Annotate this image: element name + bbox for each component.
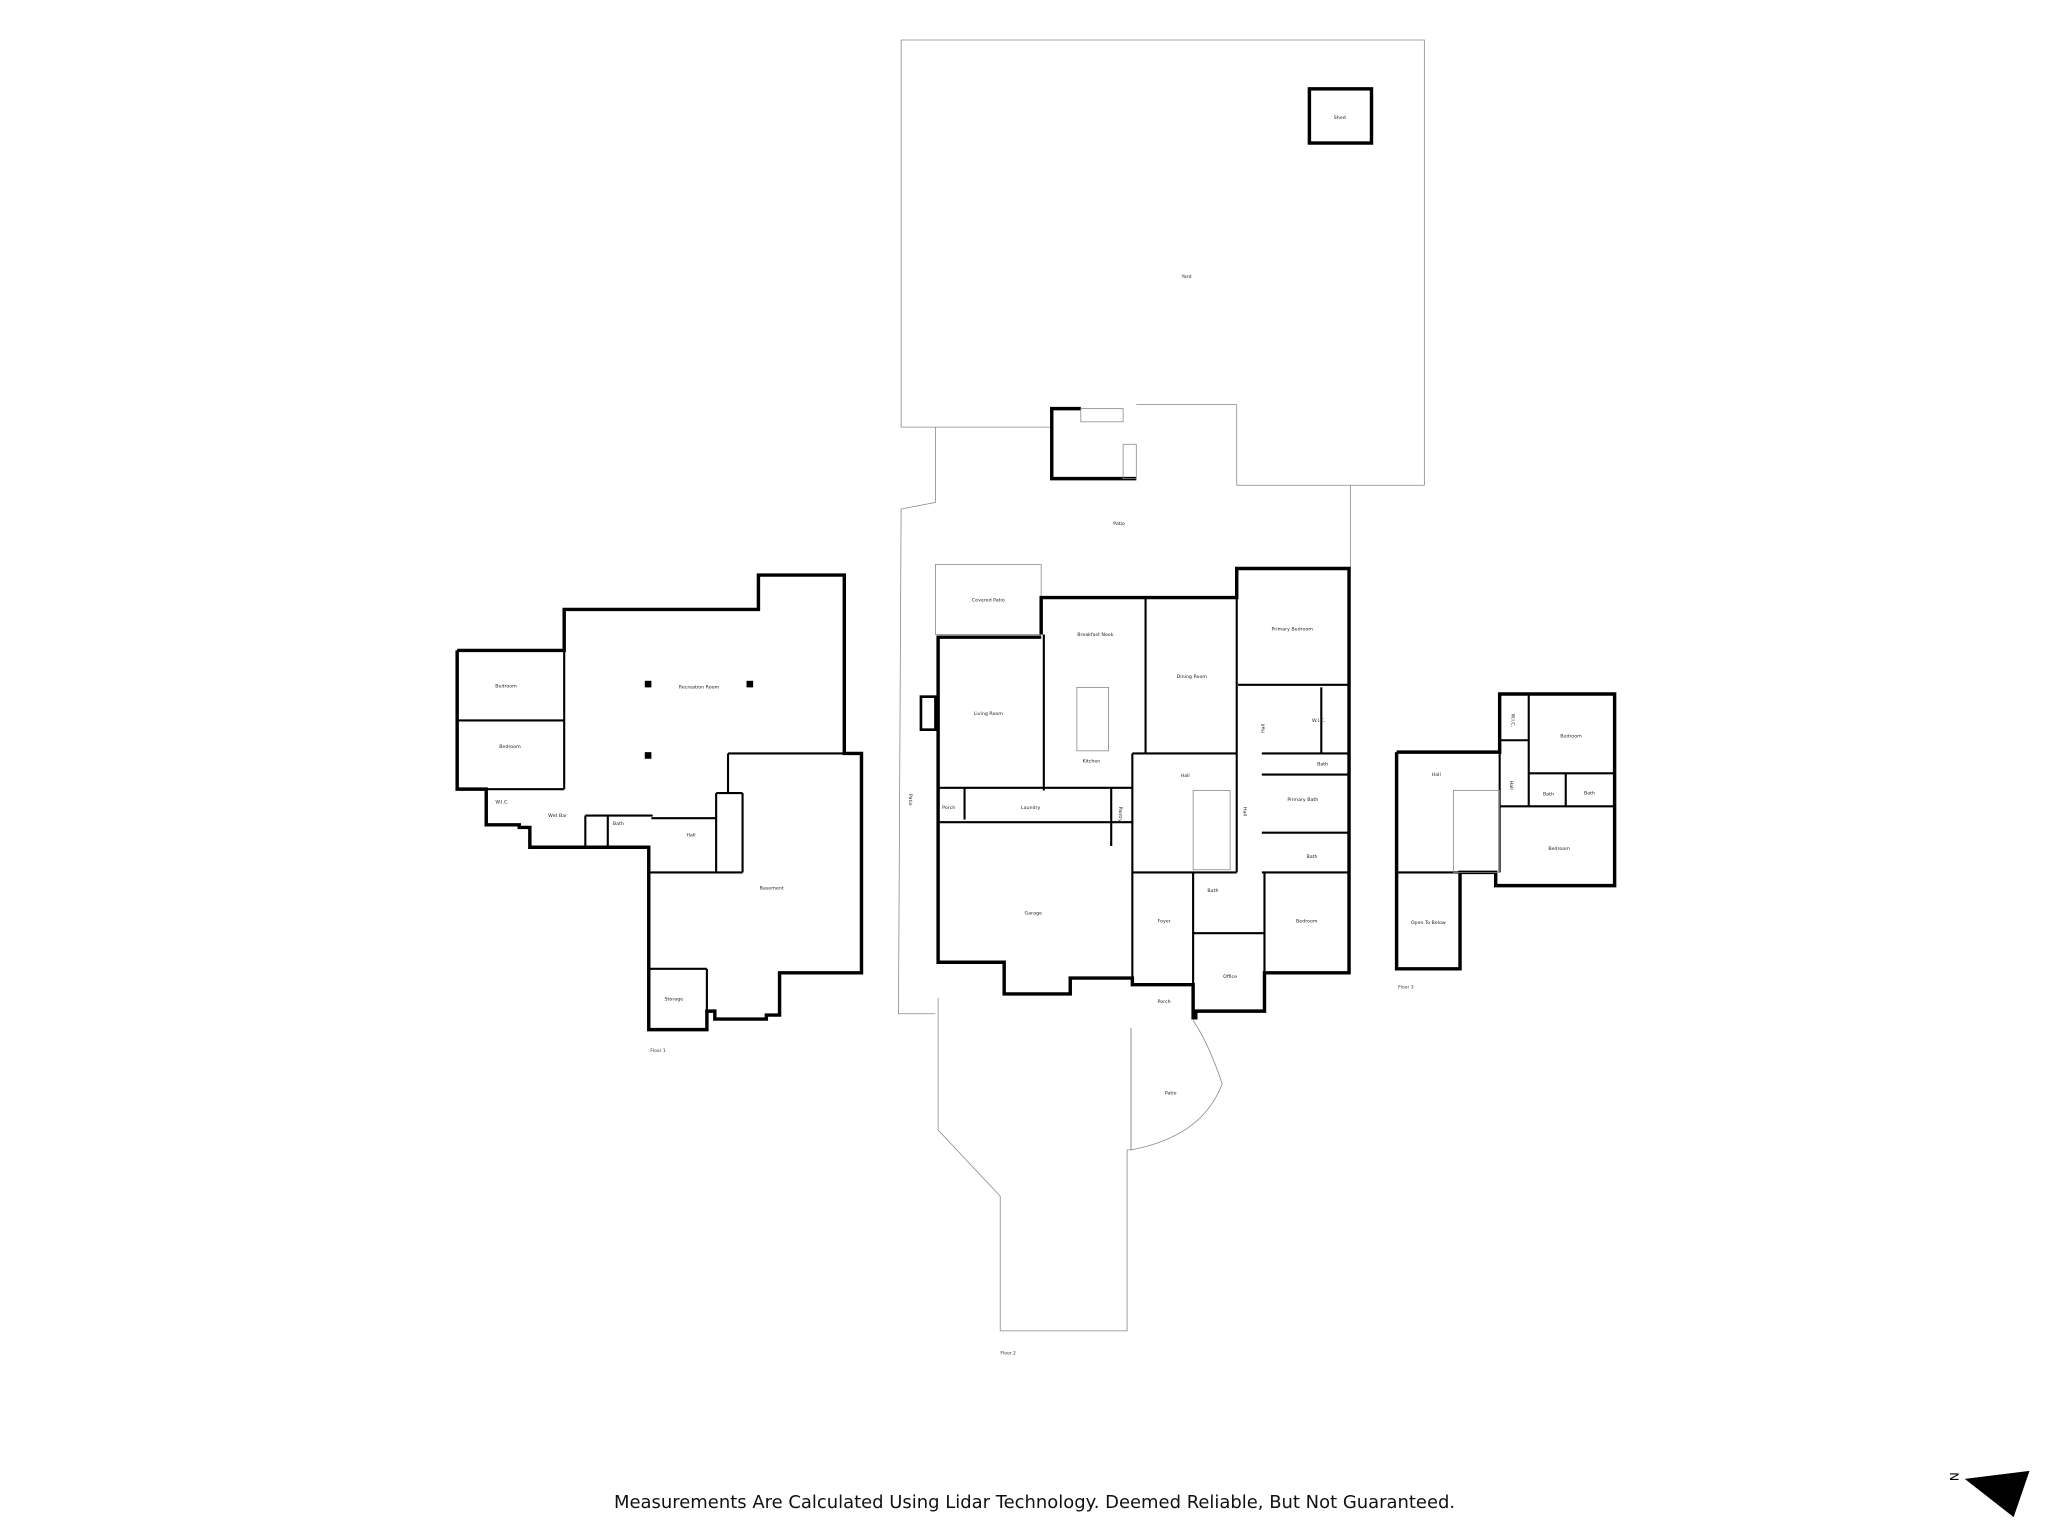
floor-label: Floor 1 (650, 1048, 666, 1054)
floor-2-exterior-walls (936, 566, 1351, 1020)
room-label: Kitchen (1082, 759, 1100, 765)
room-label: Breakfast Nook (1077, 632, 1113, 638)
room-label: Shed (1334, 115, 1346, 121)
fireplace (919, 695, 937, 732)
room-label: Bath (1543, 792, 1554, 798)
patio-boundary (898, 427, 936, 1015)
room-label: Primary Bath (1287, 797, 1318, 803)
column (644, 680, 652, 688)
outdoor-counter (1122, 443, 1137, 480)
yard-boundary (900, 39, 1425, 486)
room-label: Hall (1508, 781, 1514, 790)
room-label: Foyer (1157, 919, 1170, 925)
room-label: Hall (1432, 772, 1441, 778)
kitchen-island (1076, 687, 1109, 752)
front-patio-outline (1130, 1020, 1223, 1151)
room-label: Bath (1317, 761, 1328, 767)
room-label: Bath (1307, 854, 1318, 860)
floor-3-plan: Hall Hall W.I.C. Bedroom Bath Bath Bedro… (1394, 692, 1617, 991)
room-label: Porch (942, 805, 955, 811)
room-label: Bedroom (1560, 734, 1582, 740)
column (746, 680, 754, 688)
room-label: Living Room (974, 711, 1004, 717)
floor-2-interior-walls (938, 597, 1350, 985)
room-label: Bath (1584, 790, 1595, 796)
room-label: Patio (1113, 521, 1125, 527)
room-label: Yard (1180, 274, 1191, 280)
room-label: Primary Bedroom (1272, 627, 1314, 633)
room-label: Bedroom (1296, 919, 1318, 925)
outdoor-kitchen-walls (1050, 406, 1137, 481)
room-label: Open To Below (1411, 920, 1446, 926)
floor-label: Floor 3 (1398, 985, 1414, 991)
floor-3-exterior-walls (1394, 692, 1617, 971)
room-label: Recreation Room (679, 685, 720, 691)
floor-2-plan: Shed Yard Patio Patio Covered Patio Livi… (898, 39, 1425, 1357)
room-label: Storage (665, 997, 684, 1003)
staircase (1453, 790, 1501, 873)
room-label: W.I.C. (1510, 714, 1516, 727)
room-label: Bath (1207, 888, 1218, 894)
room-label: Dining Room (1177, 674, 1208, 680)
floor-1-plan: Bedroom Bedroom W.I.C. Wet Bar Bath Hall… (455, 573, 864, 1054)
disclaimer-text: Measurements Are Calculated Using Lidar … (614, 1492, 1455, 1513)
room-label: Basement (760, 886, 784, 892)
room-label: Wet Bar (548, 813, 567, 819)
room-label: Hall (1241, 807, 1247, 816)
room-label: Office (1223, 974, 1237, 980)
driveway-outline (937, 997, 1132, 1332)
room-label: Laundry (1021, 805, 1041, 811)
room-label: Pantry (1117, 807, 1123, 822)
room-label: Bath (613, 821, 624, 827)
room-label: Porch (1158, 999, 1171, 1005)
room-label: W.I.C. (1312, 718, 1325, 724)
room-label: Bedroom (1548, 846, 1570, 852)
room-label: Hall (1260, 724, 1266, 733)
floor-3-interior-walls (1396, 694, 1615, 874)
room-label: Hall (1181, 773, 1190, 779)
north-arrow-icon: N (1947, 1470, 2030, 1518)
room-label: Patio (907, 794, 913, 806)
north-label: N (1947, 1472, 1961, 1481)
floor-1-exterior-walls (455, 573, 864, 1032)
floor-1-interior-walls (457, 650, 845, 1012)
outdoor-counter (1080, 408, 1124, 423)
shed-walls (1307, 87, 1374, 145)
room-label: Hall (686, 833, 695, 839)
room-label: Patio (1165, 1090, 1177, 1096)
column (644, 752, 652, 759)
room-label: Garage (1025, 911, 1042, 917)
staircase (1192, 790, 1231, 871)
floor-label: Floor 2 (1000, 1351, 1016, 1357)
room-label: W.I.C. (495, 800, 508, 806)
room-label: Bedroom (495, 683, 517, 689)
room-label: Bedroom (499, 744, 521, 750)
room-label: Covered Patio (972, 598, 1005, 604)
